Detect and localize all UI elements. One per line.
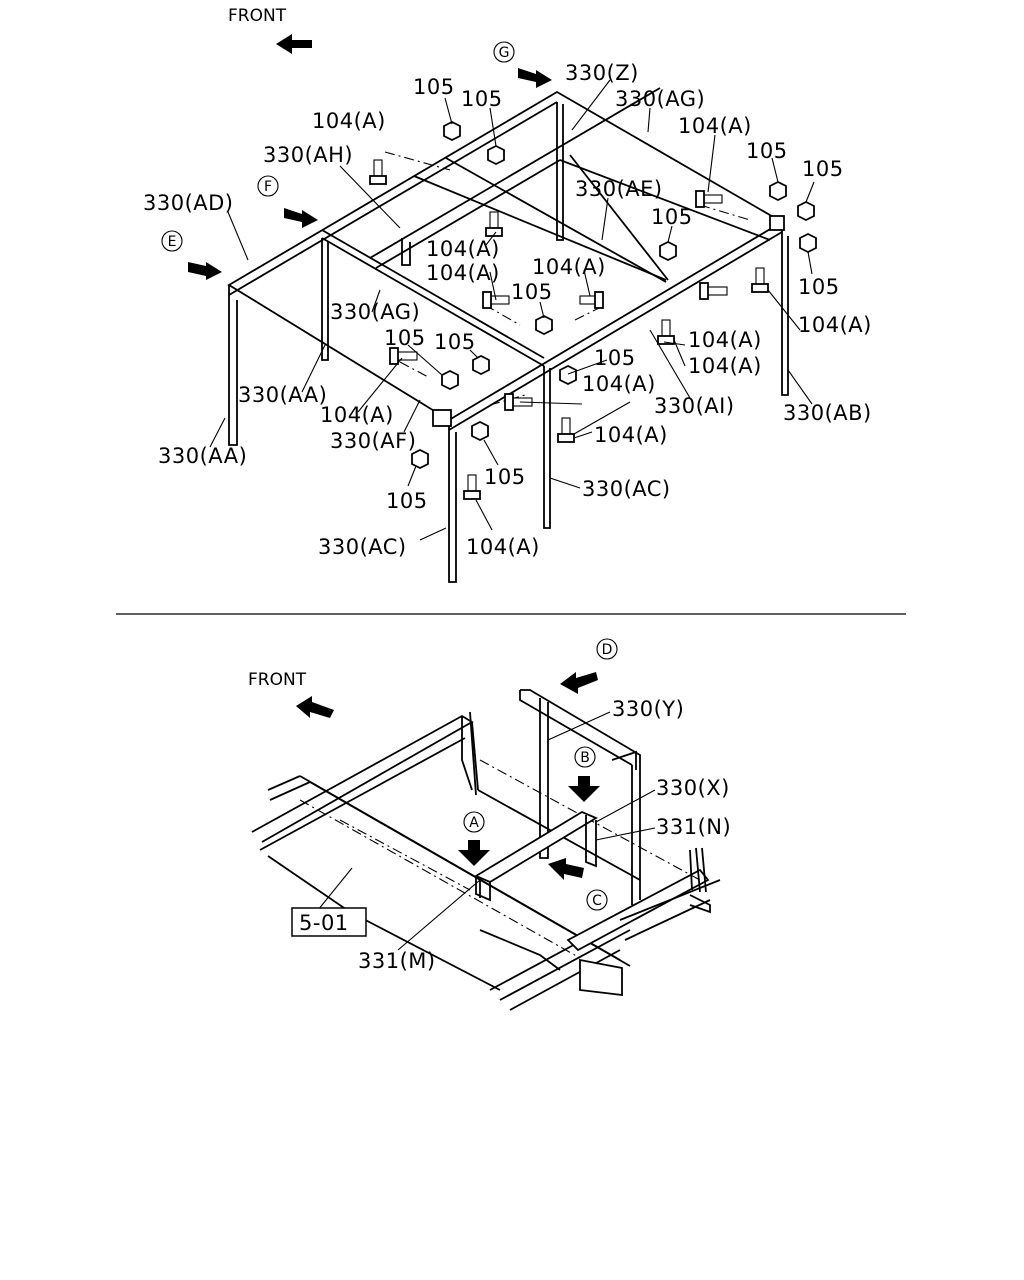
- label-104a: 104(A): [532, 255, 606, 279]
- label-104a: 104(A): [688, 354, 762, 378]
- label-330ad: 330(AD): [143, 191, 234, 215]
- frame-assembly: FRONT: [143, 6, 872, 583]
- front-arrow-top: [276, 34, 312, 54]
- label-105: 105: [386, 489, 428, 513]
- svg-text:B: B: [580, 750, 590, 766]
- svg-text:E: E: [168, 234, 177, 250]
- label-104a: 104(A): [678, 114, 752, 138]
- label-105: 105: [802, 157, 844, 181]
- front-label-bottom: FRONT: [248, 670, 307, 690]
- label-331n: 331(N): [656, 815, 731, 839]
- label-330ag: 330(AG): [615, 87, 705, 111]
- label-330y: 330(Y): [612, 697, 684, 721]
- label-330ah: 330(AH): [263, 143, 353, 167]
- view-arrow-f: F: [257, 175, 318, 228]
- view-arrow-g: G: [493, 41, 552, 88]
- reference-box-label: 5-01: [299, 911, 349, 935]
- label-104a: 104(A): [312, 109, 386, 133]
- label-331m: 331(M): [358, 949, 436, 973]
- label-104a: 104(A): [320, 403, 394, 427]
- label-105: 105: [651, 205, 693, 229]
- view-arrow-a: A: [458, 811, 490, 866]
- label-105: 105: [511, 280, 553, 304]
- view-arrow-d: D: [560, 638, 618, 694]
- label-104a: 104(A): [688, 328, 762, 352]
- label-104a: 104(A): [466, 535, 540, 559]
- label-330z: 330(Z): [565, 61, 639, 85]
- svg-text:F: F: [264, 179, 272, 195]
- label-105: 105: [594, 346, 636, 370]
- label-330ac: 330(AC): [318, 535, 407, 559]
- label-105: 105: [798, 275, 840, 299]
- label-105: 105: [746, 139, 788, 163]
- label-330aa: 330(AA): [238, 383, 327, 407]
- label-330ag: 330(AG): [330, 300, 420, 324]
- view-arrow-c: C: [548, 858, 608, 911]
- svg-text:G: G: [499, 45, 510, 61]
- label-330ae: 330(AE): [575, 177, 663, 201]
- bolt-icon: [369, 159, 769, 500]
- part-labels-top: 330(Z) 330(AG) 105 105 104(A) 105 105 33…: [143, 61, 872, 559]
- svg-text:D: D: [602, 642, 613, 658]
- svg-text:C: C: [592, 893, 602, 909]
- label-330ab: 330(AB): [783, 401, 872, 425]
- label-105: 105: [461, 87, 503, 111]
- label-104a: 104(A): [426, 237, 500, 261]
- label-330aa: 330(AA): [158, 444, 247, 468]
- front-label-top: FRONT: [228, 6, 287, 26]
- reference-box: [291, 907, 367, 937]
- svg-text:A: A: [469, 815, 479, 831]
- view-arrow-b: B: [568, 746, 600, 802]
- label-105: 105: [484, 465, 526, 489]
- label-105: 105: [434, 330, 476, 354]
- label-104a: 104(A): [594, 423, 668, 447]
- view-arrow-e: E: [161, 230, 222, 280]
- label-105: 105: [384, 326, 426, 350]
- label-330ac: 330(AC): [582, 477, 671, 501]
- front-arrow-bottom: [296, 696, 334, 718]
- chassis-detail: FRONT D: [248, 638, 731, 1011]
- label-104a: 104(A): [798, 313, 872, 337]
- label-104a: 104(A): [426, 261, 500, 285]
- label-105: 105: [413, 75, 455, 99]
- label-330af: 330(AF): [330, 429, 416, 453]
- label-330x: 330(X): [656, 776, 730, 800]
- label-330ai: 330(AI): [654, 394, 735, 418]
- label-104a: 104(A): [582, 372, 656, 396]
